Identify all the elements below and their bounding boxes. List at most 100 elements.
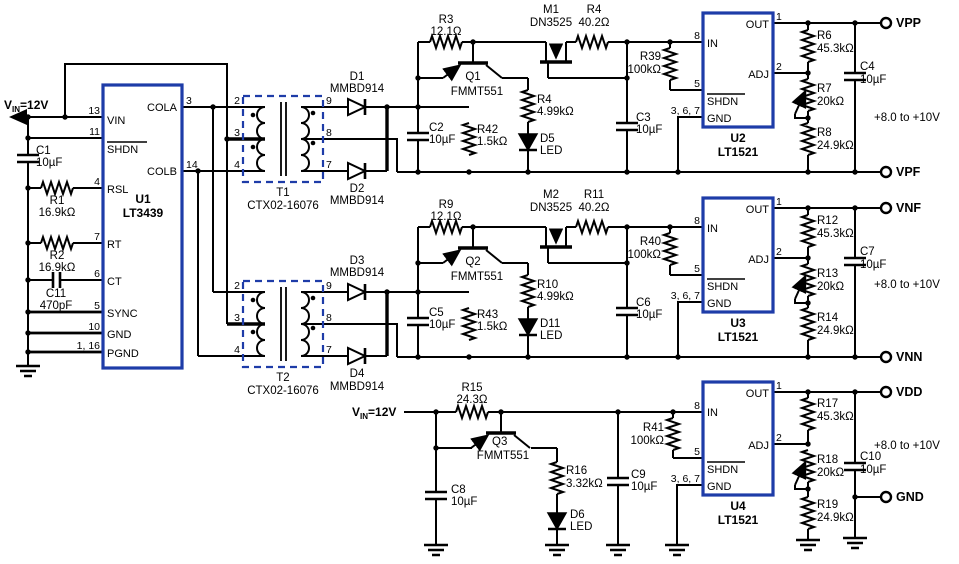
- svg-text:8: 8: [326, 312, 332, 324]
- transformer-t1: [241, 94, 325, 184]
- u2-labels: 1 2 8 5 3, 6, 7 IN SHDN GND OUT ADJ U2 L…: [671, 11, 782, 159]
- svg-text:DN3525: DN3525: [530, 202, 572, 214]
- resistor-r15: [455, 405, 489, 419]
- mosfet-m2: [540, 227, 572, 263]
- capacitor-c5: [405, 316, 431, 327]
- resistor-r43: [462, 307, 476, 341]
- svg-text:+8.0 to +10V: +8.0 to +10V: [874, 440, 940, 452]
- svg-text:24.9kΩ: 24.9kΩ: [817, 325, 854, 337]
- svg-text:FMMT551: FMMT551: [451, 271, 503, 283]
- svg-text:CTX02-16076: CTX02-16076: [247, 385, 319, 397]
- svg-text:GND: GND: [896, 490, 924, 504]
- resistor-r42: [462, 122, 476, 156]
- svg-text:COLB: COLB: [147, 166, 177, 178]
- svg-text:1: 1: [776, 196, 782, 208]
- svg-text:5: 5: [694, 78, 700, 90]
- svg-text:C3: C3: [636, 112, 651, 124]
- svg-text:D1: D1: [350, 71, 365, 83]
- svg-text:IN: IN: [707, 223, 718, 235]
- svg-text:VNF: VNF: [896, 201, 921, 215]
- terminal-vdd: [879, 385, 893, 399]
- svg-text:3: 3: [234, 127, 240, 139]
- svg-text:5: 5: [94, 300, 100, 312]
- svg-text:R42: R42: [477, 124, 498, 136]
- svg-text:8: 8: [694, 30, 700, 42]
- svg-text:45.3kΩ: 45.3kΩ: [817, 43, 854, 55]
- svg-text:Q2: Q2: [465, 256, 480, 268]
- u3-labels: 1 2 8 5 3, 6, 7 IN SHDN GND OUT ADJ U3 L…: [671, 196, 782, 344]
- svg-text:4: 4: [94, 176, 100, 188]
- svg-text:R4: R4: [537, 94, 552, 106]
- svg-text:10µF: 10µF: [429, 134, 455, 146]
- svg-text:16.9kΩ: 16.9kΩ: [39, 262, 76, 274]
- svg-text:VNN: VNN: [896, 350, 922, 364]
- svg-text:SHDN: SHDN: [707, 281, 738, 293]
- u1-ref: U1: [135, 192, 151, 206]
- resistor-r4a: [575, 35, 609, 49]
- svg-text:7: 7: [326, 159, 332, 171]
- svg-text:VPP: VPP: [896, 16, 921, 30]
- resistor-r10: [521, 274, 535, 308]
- svg-text:FMMT551: FMMT551: [477, 450, 529, 462]
- u1-pin-names: VIN SHDN RSL RT CT SYNC GND PGND COLA CO…: [107, 102, 178, 360]
- svg-text:LED: LED: [540, 145, 562, 157]
- svg-text:OUT: OUT: [746, 204, 770, 216]
- resistor-r41: [666, 417, 680, 451]
- capacitor-c9: [605, 476, 631, 487]
- svg-text:R1: R1: [50, 195, 65, 207]
- svg-text:R13: R13: [817, 268, 838, 280]
- svg-text:D3: D3: [350, 255, 365, 267]
- ic-u4-lt1521: [701, 380, 775, 497]
- svg-text:RT: RT: [107, 239, 122, 251]
- svg-text:C7: C7: [860, 246, 875, 258]
- channel2-labels: D3 MMBD914 D4 MMBD914 R9 12.1Ω M2 DN3525…: [330, 189, 940, 393]
- svg-text:R39: R39: [640, 51, 661, 63]
- svg-text:R19: R19: [817, 499, 838, 511]
- svg-text:R15: R15: [461, 382, 482, 394]
- capacitor-c2: [405, 131, 431, 142]
- svg-text:45.3kΩ: 45.3kΩ: [817, 228, 854, 240]
- svg-text:IN: IN: [707, 38, 718, 50]
- diode-d4: [346, 346, 367, 366]
- resistor-r14: [801, 307, 815, 341]
- resistor-r19: [801, 496, 815, 530]
- svg-text:CTX02-16076: CTX02-16076: [247, 200, 319, 212]
- svg-text:R41: R41: [643, 422, 664, 434]
- resistor-r1: [40, 181, 74, 195]
- svg-text:SHDN: SHDN: [107, 144, 138, 156]
- resistor-r8: [801, 122, 815, 156]
- svg-text:R40: R40: [640, 236, 661, 248]
- svg-text:T1: T1: [276, 187, 289, 199]
- resistor-r2: [40, 236, 74, 250]
- svg-text:Q1: Q1: [465, 71, 480, 83]
- terminal-vnf: [879, 201, 893, 215]
- svg-text:2: 2: [234, 95, 240, 107]
- svg-text:6: 6: [94, 268, 100, 280]
- svg-text:C10: C10: [860, 451, 881, 463]
- capacitor-c3: [614, 121, 640, 132]
- svg-text:D6: D6: [570, 509, 585, 521]
- svg-text:PGND: PGND: [107, 348, 139, 360]
- svg-text:9: 9: [326, 280, 332, 292]
- svg-text:10µF: 10µF: [860, 259, 886, 271]
- u4-labels: 1 2 8 5 3, 6, 7 IN SHDN GND OUT ADJ U4 L…: [671, 380, 782, 527]
- junction-dots: [25, 20, 858, 500]
- svg-text:COLA: COLA: [147, 102, 178, 114]
- resistor-r17: [801, 397, 815, 431]
- u1-pin-cola-num: 3: [186, 95, 192, 107]
- u1-pin-numbers: 13 11 4 7 6 5 10 1, 16: [77, 105, 101, 352]
- svg-text:2: 2: [234, 280, 240, 292]
- capacitor-c6: [614, 306, 640, 317]
- ic-u1-lt3439: [101, 83, 184, 370]
- resistor-r6: [801, 29, 815, 63]
- svg-text:1.5kΩ: 1.5kΩ: [477, 321, 508, 333]
- svg-text:C11: C11: [46, 288, 66, 300]
- svg-text:2: 2: [776, 61, 782, 73]
- svg-text:IN: IN: [707, 407, 718, 419]
- svg-text:8: 8: [694, 215, 700, 227]
- resistor-r16: [550, 461, 564, 495]
- terminal-vpf: [879, 165, 893, 179]
- diode-d1: [346, 97, 367, 117]
- svg-text:SHDN: SHDN: [707, 96, 738, 108]
- svg-text:SHDN: SHDN: [707, 464, 738, 476]
